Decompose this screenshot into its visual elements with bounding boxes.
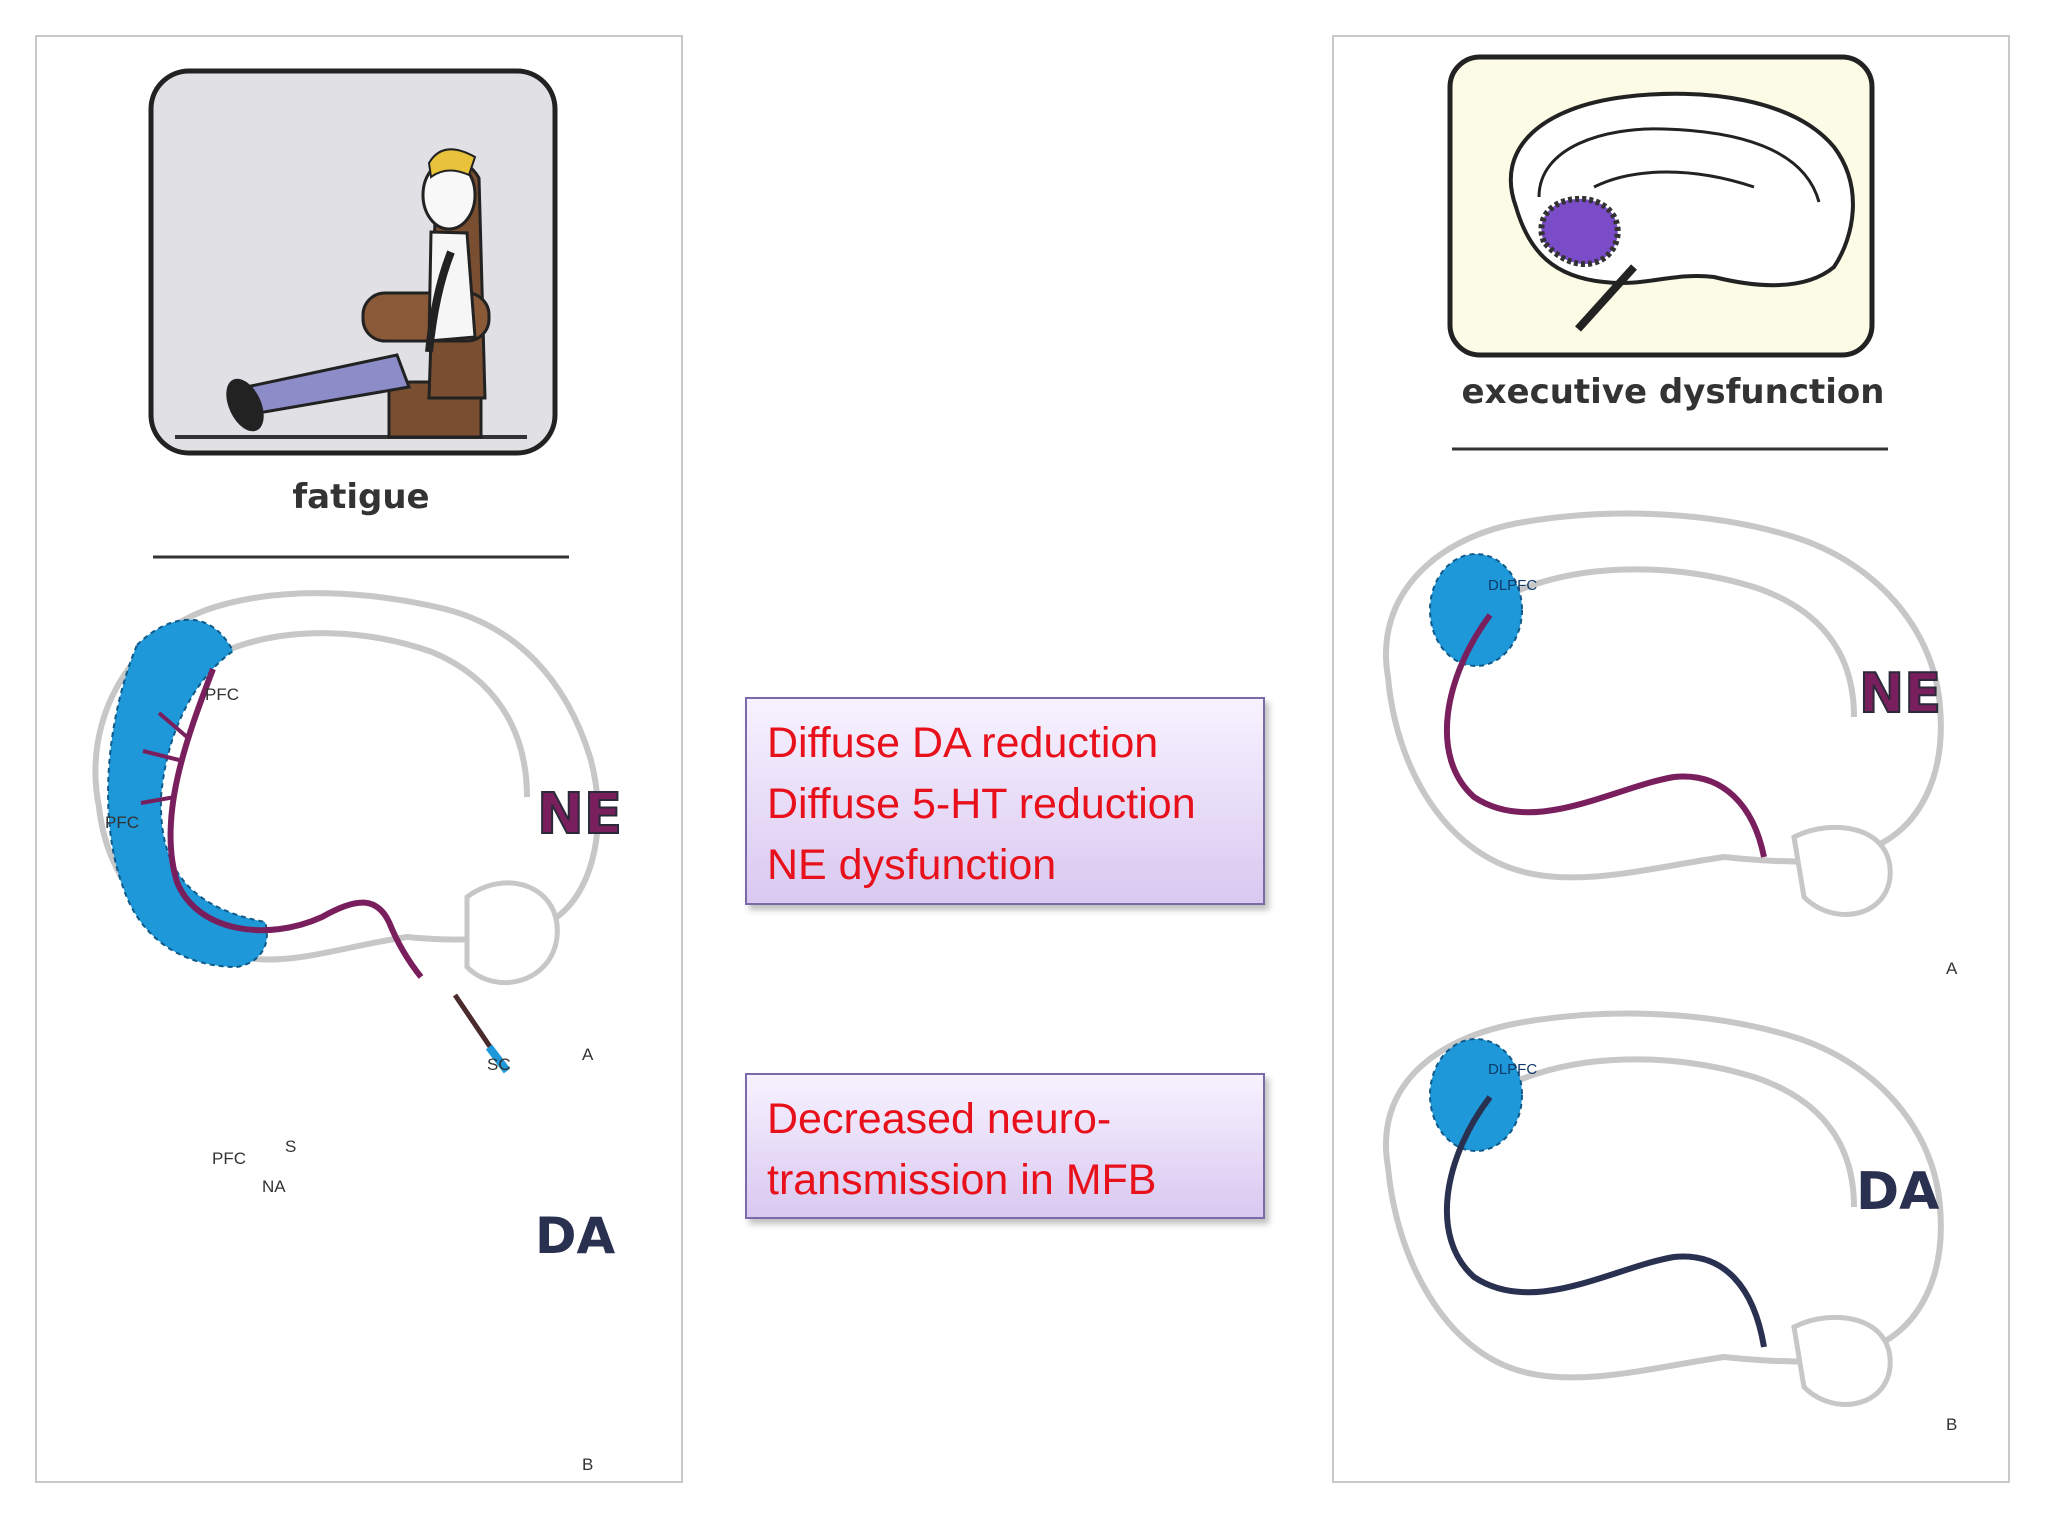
fatigue-illustrations: [92, 68, 601, 1074]
executive-dysfunction-cartoon: [1447, 54, 1875, 358]
left-panel: fatigue NE DA PFC PFC SC A PFC S NA B: [35, 35, 683, 1483]
da-brain-diagram-right: [1383, 1010, 1944, 1407]
fatigue-caption: fatigue: [292, 477, 430, 517]
region-label-sc: SC: [487, 1055, 511, 1074]
finding-line: Decreased neuro-: [767, 1095, 1112, 1143]
region-label-pfc: PFC: [105, 813, 139, 832]
finding-box-2: Decreased neuro- transmission in MFB: [745, 1073, 1265, 1219]
panel-letter-b: B: [1946, 1415, 1958, 1434]
panel-letter-a: A: [582, 1045, 594, 1064]
panel-letter-a: A: [1946, 959, 1958, 978]
executive-dysfunction-caption: executive dysfunction: [1461, 372, 1885, 412]
region-label-s: S: [285, 1137, 297, 1156]
region-label-dlpfc: DLPFC: [1488, 1061, 1538, 1078]
ne-label: NE: [536, 781, 623, 848]
finding-line: NE dysfunction: [767, 841, 1057, 889]
region-label-pfc: PFC: [205, 685, 239, 704]
finding-box-1: Diffuse DA reduction Diffuse 5-HT reduct…: [745, 697, 1265, 905]
region-label-pfc: PFC: [212, 1149, 246, 1168]
right-panel: executive dysfunction NE DA DLPFC DLPFC …: [1332, 35, 2010, 1483]
region-label-dlpfc: DLPFC: [1488, 577, 1538, 594]
da-label: DA: [535, 1207, 616, 1265]
panel-letter-b: B: [582, 1455, 594, 1474]
finding-line: Diffuse DA reduction: [767, 719, 1159, 767]
region-label-na: NA: [262, 1177, 286, 1196]
da-label-right: DA: [1856, 1162, 1940, 1222]
finding-line: Diffuse 5-HT reduction: [767, 780, 1196, 828]
finding-line: transmission in MFB: [767, 1156, 1157, 1204]
ne-brain-diagram: [92, 590, 601, 1074]
ne-label-right: NE: [1858, 661, 1942, 726]
ne-brain-diagram-right: [1383, 510, 1944, 917]
executive-dysfunction-illustrations: [1383, 54, 1944, 1407]
fatigue-cartoon: [148, 68, 558, 456]
